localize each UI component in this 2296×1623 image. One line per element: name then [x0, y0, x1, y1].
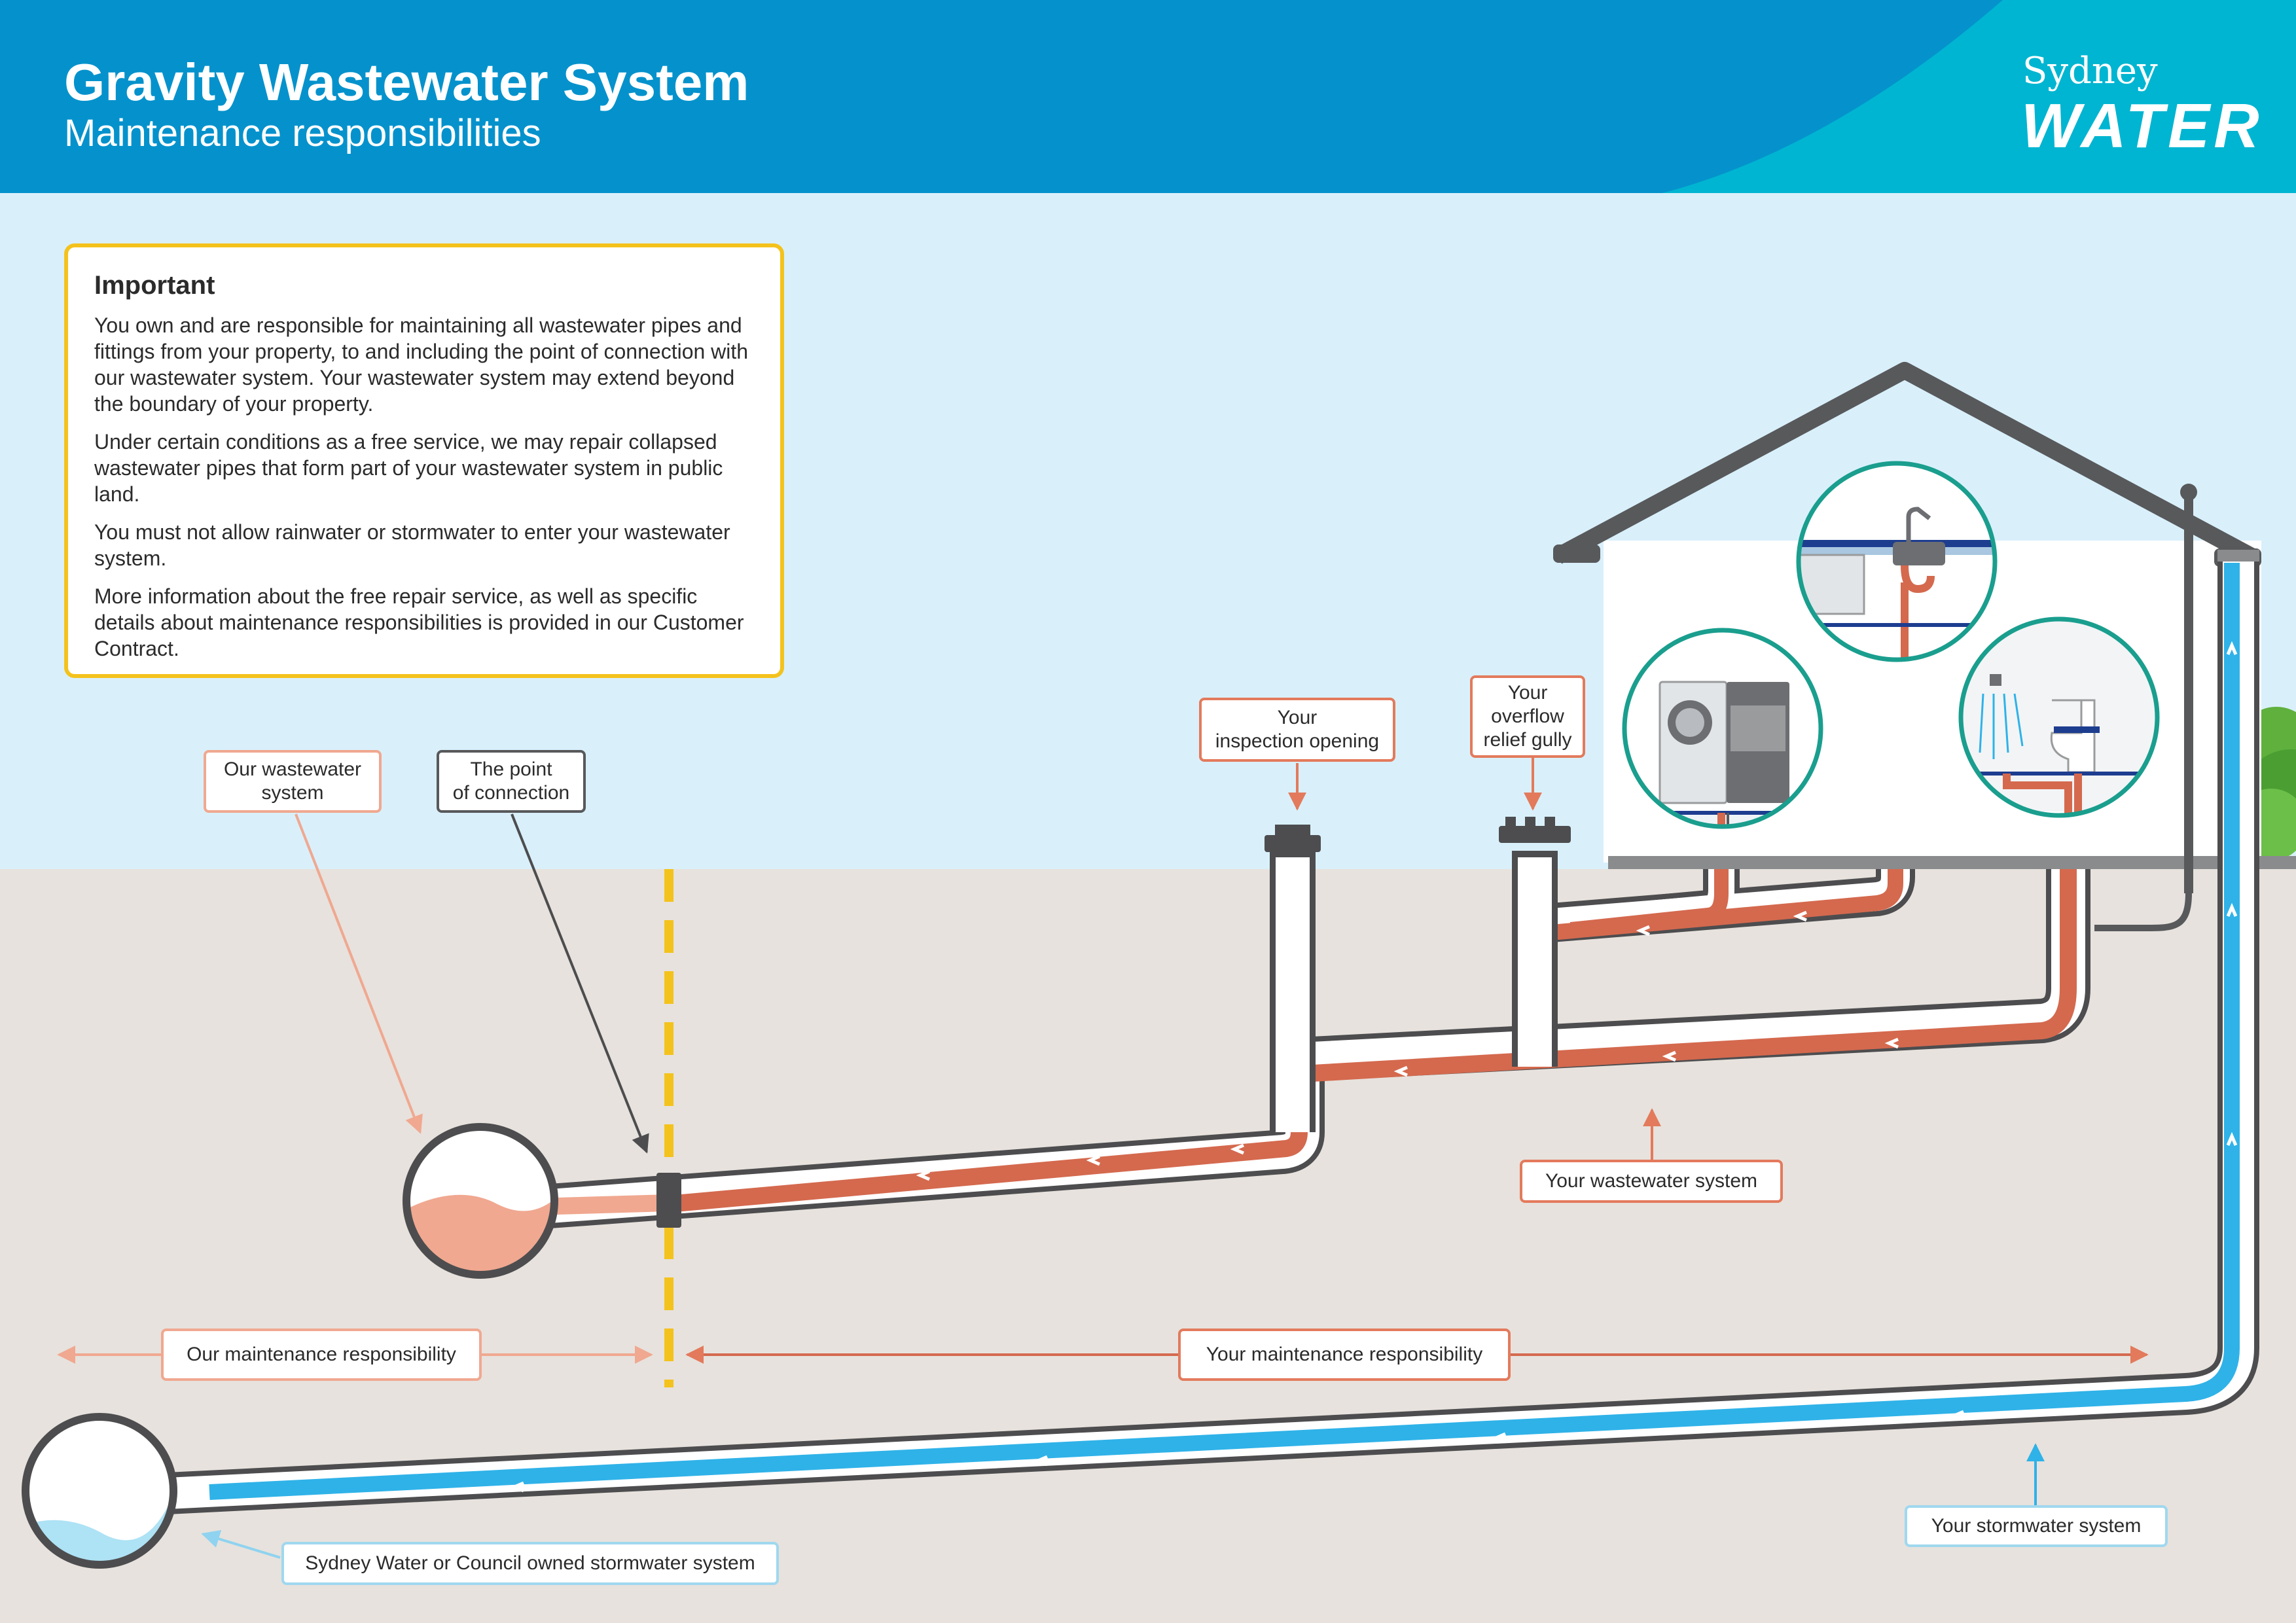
- gutter-left: [1553, 544, 1600, 563]
- important-paragraph-2: Under certain conditions as a free servi…: [94, 430, 723, 506]
- stormwater-pipe: [166, 550, 2259, 1514]
- label-overflow-relief-gully: Your overflow relief gully: [1470, 675, 1585, 758]
- flow-chevrons: [510, 641, 2238, 1493]
- slab: [1608, 856, 2296, 869]
- connection-fitting: [656, 1173, 681, 1228]
- important-heading: Important: [94, 271, 215, 300]
- important-paragraph-3: You must not allow rainwater or stormwat…: [94, 520, 730, 570]
- label-your-maintenance-responsibility: Your maintenance responsibility: [1178, 1329, 1511, 1381]
- inspection-opening: [1265, 825, 1321, 1132]
- label-your-stormwater-system: Your stormwater system: [1905, 1505, 2168, 1547]
- laundry-detail-icon: [1622, 628, 1823, 829]
- pointer-our-wastewater: [295, 813, 423, 1134]
- page-subtitle: Maintenance responsibilities: [64, 112, 541, 154]
- kitchen-detail-icon: [1796, 461, 1998, 662]
- overflow-relief-gully: [1499, 817, 1571, 1067]
- vent-icon: [2180, 484, 2197, 501]
- label-our-wastewater-system: Our wastewater system: [204, 750, 382, 813]
- important-notice: Important You own and are responsible fo…: [64, 243, 784, 678]
- bathroom-detail-icon: [1958, 616, 2160, 818]
- important-paragraph-1: You own and are responsible for maintain…: [94, 313, 749, 416]
- label-your-wastewater-system: Your wastewater system: [1520, 1160, 1783, 1203]
- roof: [1553, 362, 2256, 564]
- pointer-council-stormwater: [201, 1529, 281, 1559]
- pointer-point-of-connection: [511, 813, 649, 1154]
- sewer-main-icon: [403, 1123, 558, 1279]
- page-title: Gravity Wastewater System: [64, 53, 749, 111]
- label-inspection-opening: Your inspection opening: [1199, 698, 1395, 762]
- stormwater-main-icon: [22, 1413, 177, 1569]
- label-point-of-connection: The point of connection: [437, 750, 586, 813]
- important-paragraph-4: More information about the free repair s…: [94, 584, 744, 660]
- header-wave: [1662, 0, 2296, 193]
- label-council-stormwater-system: Sydney Water or Council owned stormwater…: [281, 1542, 779, 1585]
- logo-sydney: Sydney: [2022, 50, 2158, 92]
- logo-water: WATER: [2021, 91, 2263, 161]
- label-our-maintenance-responsibility: Our maintenance responsibility: [161, 1329, 482, 1381]
